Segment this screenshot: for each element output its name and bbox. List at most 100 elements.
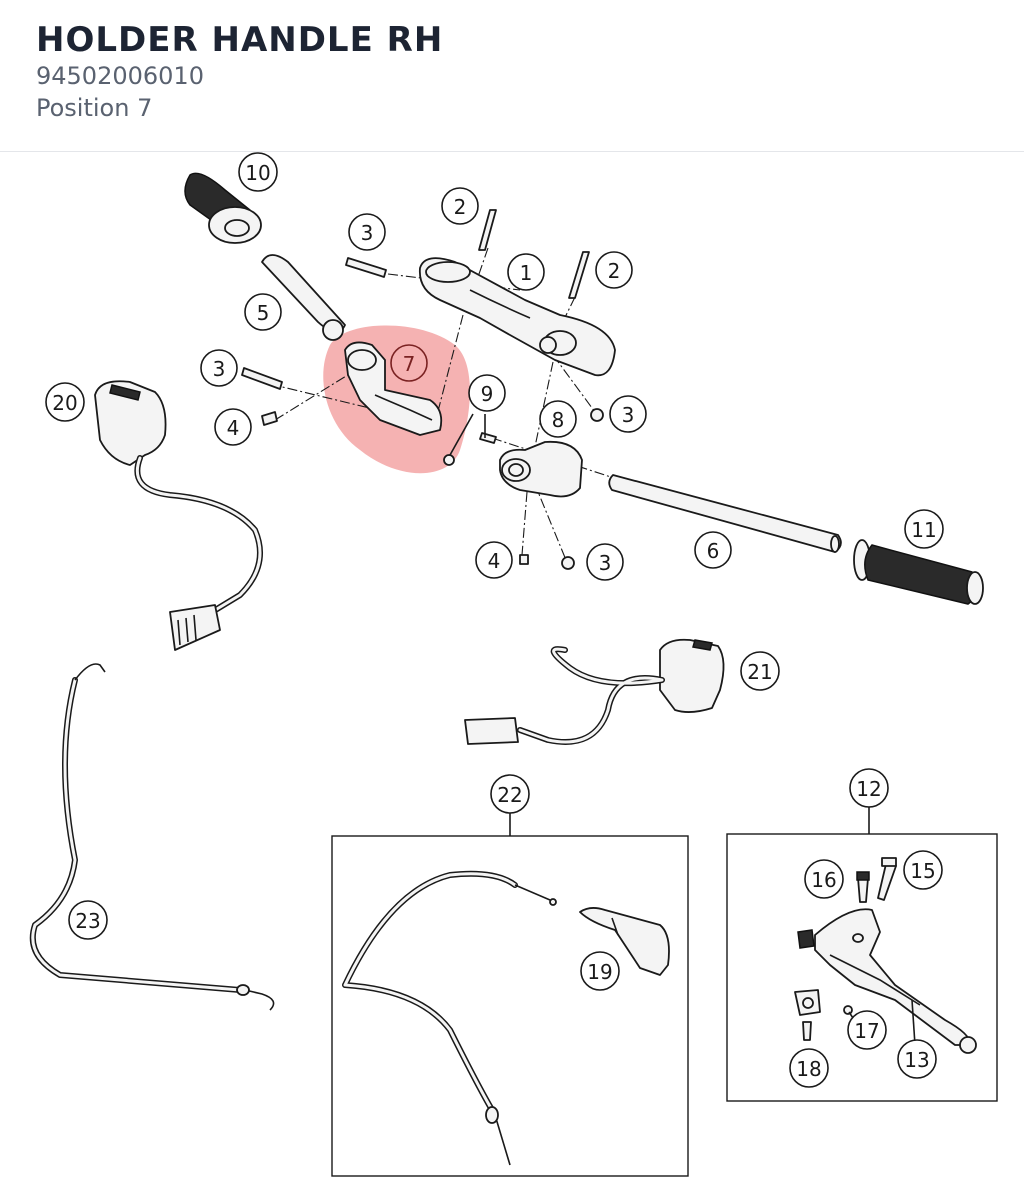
callout-label: 8 — [552, 408, 565, 432]
callout-circle — [903, 850, 943, 890]
callout-23[interactable]: 23 — [68, 900, 108, 940]
callout-9[interactable]: 9 — [468, 374, 506, 412]
header: HOLDER HANDLE RH 94502006010 Position 7 — [0, 0, 1024, 152]
position-label: Position 7 — [36, 94, 153, 122]
callout-circle — [849, 768, 889, 808]
part-7-holder-handle-rh — [344, 341, 455, 466]
callout-21[interactable]: 21 — [740, 651, 780, 691]
callout-1[interactable]: 1 — [507, 253, 545, 291]
group-22-frame — [331, 835, 689, 1177]
group-12-fasteners — [794, 857, 897, 1041]
callout-label: 20 — [52, 391, 77, 415]
callout-label: 15 — [910, 859, 935, 883]
callout-11[interactable]: 11 — [904, 509, 944, 549]
callout-circle — [468, 374, 506, 412]
part-5-throttle-tube — [261, 254, 346, 341]
callout-label: 9 — [481, 382, 494, 406]
callout-circle — [789, 1048, 829, 1088]
callout-4[interactable]: 4 — [475, 541, 513, 579]
callout-19[interactable]: 19 — [580, 951, 620, 991]
callout-15[interactable]: 15 — [903, 850, 943, 890]
callout-12[interactable]: 12 — [849, 768, 889, 808]
callout-label: 1 — [520, 261, 533, 285]
callout-circle — [490, 774, 530, 814]
callout-circle — [45, 382, 85, 422]
callout-label: 22 — [497, 783, 522, 807]
callout-16[interactable]: 16 — [804, 859, 844, 899]
part-6-handlebar — [608, 474, 842, 553]
callout-17[interactable]: 17 — [847, 1010, 887, 1050]
callout-circle — [200, 349, 238, 387]
callout-3[interactable]: 3 — [200, 349, 238, 387]
callout-label: 12 — [856, 777, 881, 801]
callout-label: 5 — [257, 301, 270, 325]
callout-circle — [609, 395, 647, 433]
callout-label: 18 — [796, 1057, 821, 1081]
callout-circle — [897, 1039, 937, 1079]
callout-label: 3 — [599, 551, 612, 575]
part-11-right-grip — [853, 539, 984, 605]
callout-label: 3 — [622, 403, 635, 427]
callout-label: 3 — [213, 357, 226, 381]
callout-circle — [390, 344, 428, 382]
part-10-left-grip — [184, 172, 262, 244]
part-8-handlebar-clamp — [499, 440, 583, 498]
callout-circle — [694, 531, 732, 569]
callout-circle — [348, 213, 386, 251]
callout-circle — [214, 408, 252, 446]
callout-8[interactable]: 8 — [539, 400, 577, 438]
callout-20[interactable]: 20 — [45, 382, 85, 422]
callout-circle — [740, 651, 780, 691]
part-19-cover — [579, 907, 670, 976]
callout-label: 23 — [75, 909, 100, 933]
callout-label: 21 — [747, 660, 772, 684]
callout-circle — [68, 900, 108, 940]
callout-label: 2 — [454, 195, 467, 219]
part-1-triple-clamp — [418, 257, 616, 377]
callout-label: 10 — [245, 161, 270, 185]
callout-label: 17 — [854, 1019, 879, 1043]
callout-label: 2 — [608, 259, 621, 283]
callout-label: 16 — [811, 868, 836, 892]
callout-7[interactable]: 7 — [390, 344, 428, 382]
callout-18[interactable]: 18 — [789, 1048, 829, 1088]
callout-label: 4 — [488, 549, 501, 573]
callout-circle — [904, 509, 944, 549]
callout-circle — [804, 859, 844, 899]
callout-circle — [507, 253, 545, 291]
callout-label: 7 — [403, 352, 416, 376]
page-title: HOLDER HANDLE RH — [36, 20, 444, 60]
callout-circle — [238, 152, 278, 192]
callout-circle — [595, 251, 633, 289]
callout-label: 13 — [904, 1048, 929, 1072]
part-13-lever — [797, 908, 977, 1054]
callout-label: 19 — [587, 960, 612, 984]
callout-label: 6 — [707, 539, 720, 563]
fasteners — [241, 209, 604, 570]
callout-circle — [586, 543, 624, 581]
callout-circle — [244, 293, 282, 331]
callout-10[interactable]: 10 — [238, 152, 278, 192]
callout-label: 4 — [227, 416, 240, 440]
callout-22[interactable]: 22 — [490, 774, 530, 814]
part-21-right-switch — [464, 638, 725, 745]
callout-13[interactable]: 13 — [897, 1039, 937, 1079]
group-12-frame — [726, 833, 998, 1102]
callout-label: 11 — [911, 518, 936, 542]
callout-4[interactable]: 4 — [214, 408, 252, 446]
callout-2[interactable]: 2 — [595, 251, 633, 289]
part-23-cable — [29, 663, 275, 1011]
callout-5[interactable]: 5 — [244, 293, 282, 331]
callout-label: 3 — [361, 221, 374, 245]
part-20-left-switch — [94, 380, 263, 651]
callout-3[interactable]: 3 — [609, 395, 647, 433]
callout-circle — [580, 951, 620, 991]
callout-6[interactable]: 6 — [694, 531, 732, 569]
part-22-clutch-cable — [342, 870, 557, 1166]
part-number: 94502006010 — [36, 62, 204, 90]
callout-circle — [441, 187, 479, 225]
callout-3[interactable]: 3 — [348, 213, 386, 251]
callout-2[interactable]: 2 — [441, 187, 479, 225]
callout-3[interactable]: 3 — [586, 543, 624, 581]
